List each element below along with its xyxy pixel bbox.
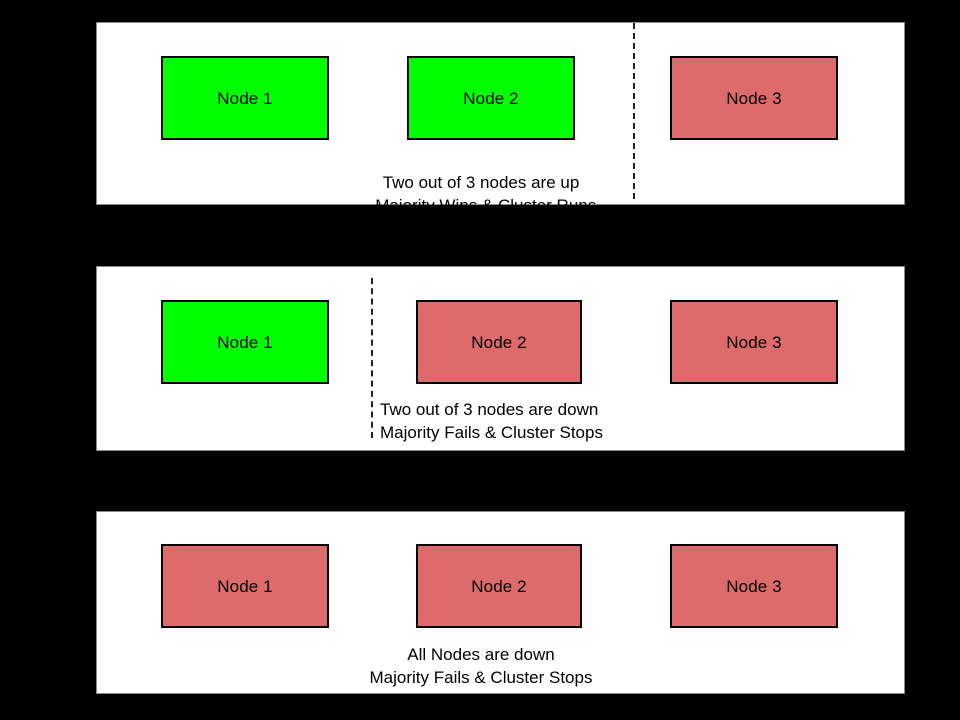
caption-line: All Nodes are down (407, 645, 555, 664)
caption-line: Majority Fails & Cluster Stops (380, 423, 603, 442)
node-box-1-down: Node 1 (161, 544, 329, 628)
node-box-2-up: Node 2 (407, 56, 575, 140)
node-label: Node 1 (217, 88, 273, 108)
node-box-2-down: Node 2 (416, 300, 582, 384)
node-box-3-down: Node 3 (670, 300, 838, 384)
scenario-panel-two-up: Node 1 Node 2 Node 3 Two out of 3 nodes are… (96, 22, 905, 215)
node-box-2-down: Node 2 (416, 544, 582, 628)
node-label: Node 2 (471, 332, 527, 352)
node-box-1-up: Node 1 (161, 300, 329, 384)
caption-line: Two out of 3 nodes are down (380, 400, 599, 419)
caption-line: , Majority Wins & Cluster Runs (365, 196, 597, 215)
node-label: Node 2 (471, 576, 527, 596)
node-box-3-down: Node 3 (670, 56, 838, 140)
node-box-3-down: Node 3 (670, 544, 838, 628)
node-label: Node 3 (726, 332, 782, 352)
node-label: Node 3 (726, 88, 782, 108)
caption-line: Two out of 3 nodes are up (382, 173, 580, 192)
node-label: Node 1 (217, 332, 273, 352)
panel-caption: Two out of 3 nodes are up , Majority Wins… (331, 171, 631, 217)
quorum-divider-line (371, 278, 373, 438)
quorum-divider-line (633, 23, 635, 199)
scenario-panel-one-up: Node 1 Node 2 Node 3 Two out of 3 nodes are… (96, 266, 905, 451)
node-label: Node 2 (463, 88, 519, 108)
node-label: Node 1 (217, 576, 273, 596)
node-box-1-up: Node 1 (161, 56, 329, 140)
node-label: Node 3 (726, 576, 782, 596)
caption-line: Majority Fails & Cluster Stops (369, 668, 593, 687)
